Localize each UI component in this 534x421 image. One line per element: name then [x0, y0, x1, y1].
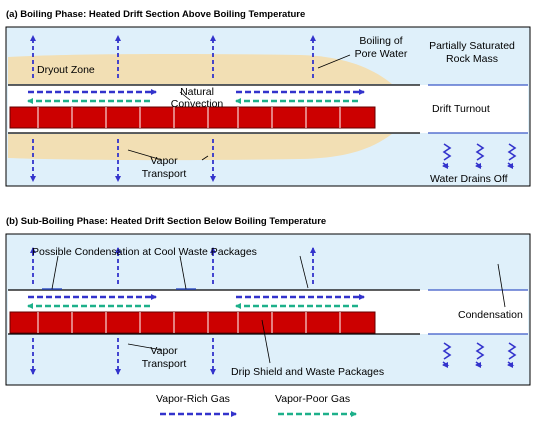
label-rock-line2: Rock Mass	[446, 53, 498, 65]
label-boiling-line2: Pore Water	[355, 48, 408, 60]
label-vapor-line2-b: Transport	[142, 358, 187, 370]
panel-a-title: (a) Boiling Phase: Heated Drift Section …	[6, 9, 305, 20]
label-convection-line1: Natural	[180, 86, 214, 98]
label-vapor-line1: Vapor	[150, 155, 178, 167]
label-drip-shield: Drip Shield and Waste Packages	[231, 366, 384, 378]
label-convection-line2: Convection	[171, 98, 224, 110]
waste-packages-b	[9, 311, 376, 334]
label-vapor-line1-b: Vapor	[150, 345, 178, 357]
leader-lines-a	[127, 54, 351, 161]
dryout-zone-upper	[8, 53, 392, 84]
label-drift-turnout: Drift Turnout	[432, 103, 490, 115]
panel-b-title: (b) Sub-Boiling Phase: Heated Drift Sect…	[6, 216, 326, 227]
legend: Vapor-Rich Gas Vapor-Poor Gas	[156, 393, 357, 417]
convection-arrows-left-a	[27, 89, 157, 104]
label-rock-line1: Partially Saturated	[429, 40, 515, 52]
vapor-arrows-down-b	[30, 338, 216, 375]
label-boiling-line1: Boiling of	[359, 35, 402, 47]
label-vapor-line2: Transport	[142, 168, 187, 180]
legend-vapor-poor-label: Vapor-Poor Gas	[275, 393, 350, 405]
label-water-drains: Water Drains Off	[430, 173, 508, 185]
waste-packages-a	[9, 106, 376, 129]
convection-arrows-left-b	[27, 294, 157, 309]
water-drain-squiggles-b	[442, 342, 517, 368]
vapor-arrows-up-b	[30, 247, 316, 284]
label-dryout-zone: Dryout Zone	[37, 64, 95, 76]
water-drain-squiggles-a	[442, 143, 517, 169]
legend-vapor-rich-label: Vapor-Rich Gas	[156, 393, 230, 405]
vapor-arrows-up-a	[30, 35, 316, 78]
convection-arrows-right-a	[235, 89, 365, 104]
leader-lines-b	[51, 255, 506, 364]
label-condensation: Condensation	[458, 309, 523, 321]
label-condensation-waste: Possible Condensation at Cool Waste Pack…	[32, 246, 257, 258]
convection-arrows-right-b	[235, 294, 365, 309]
dryout-zone-lower	[8, 134, 392, 161]
vapor-arrows-down-a	[30, 139, 216, 182]
